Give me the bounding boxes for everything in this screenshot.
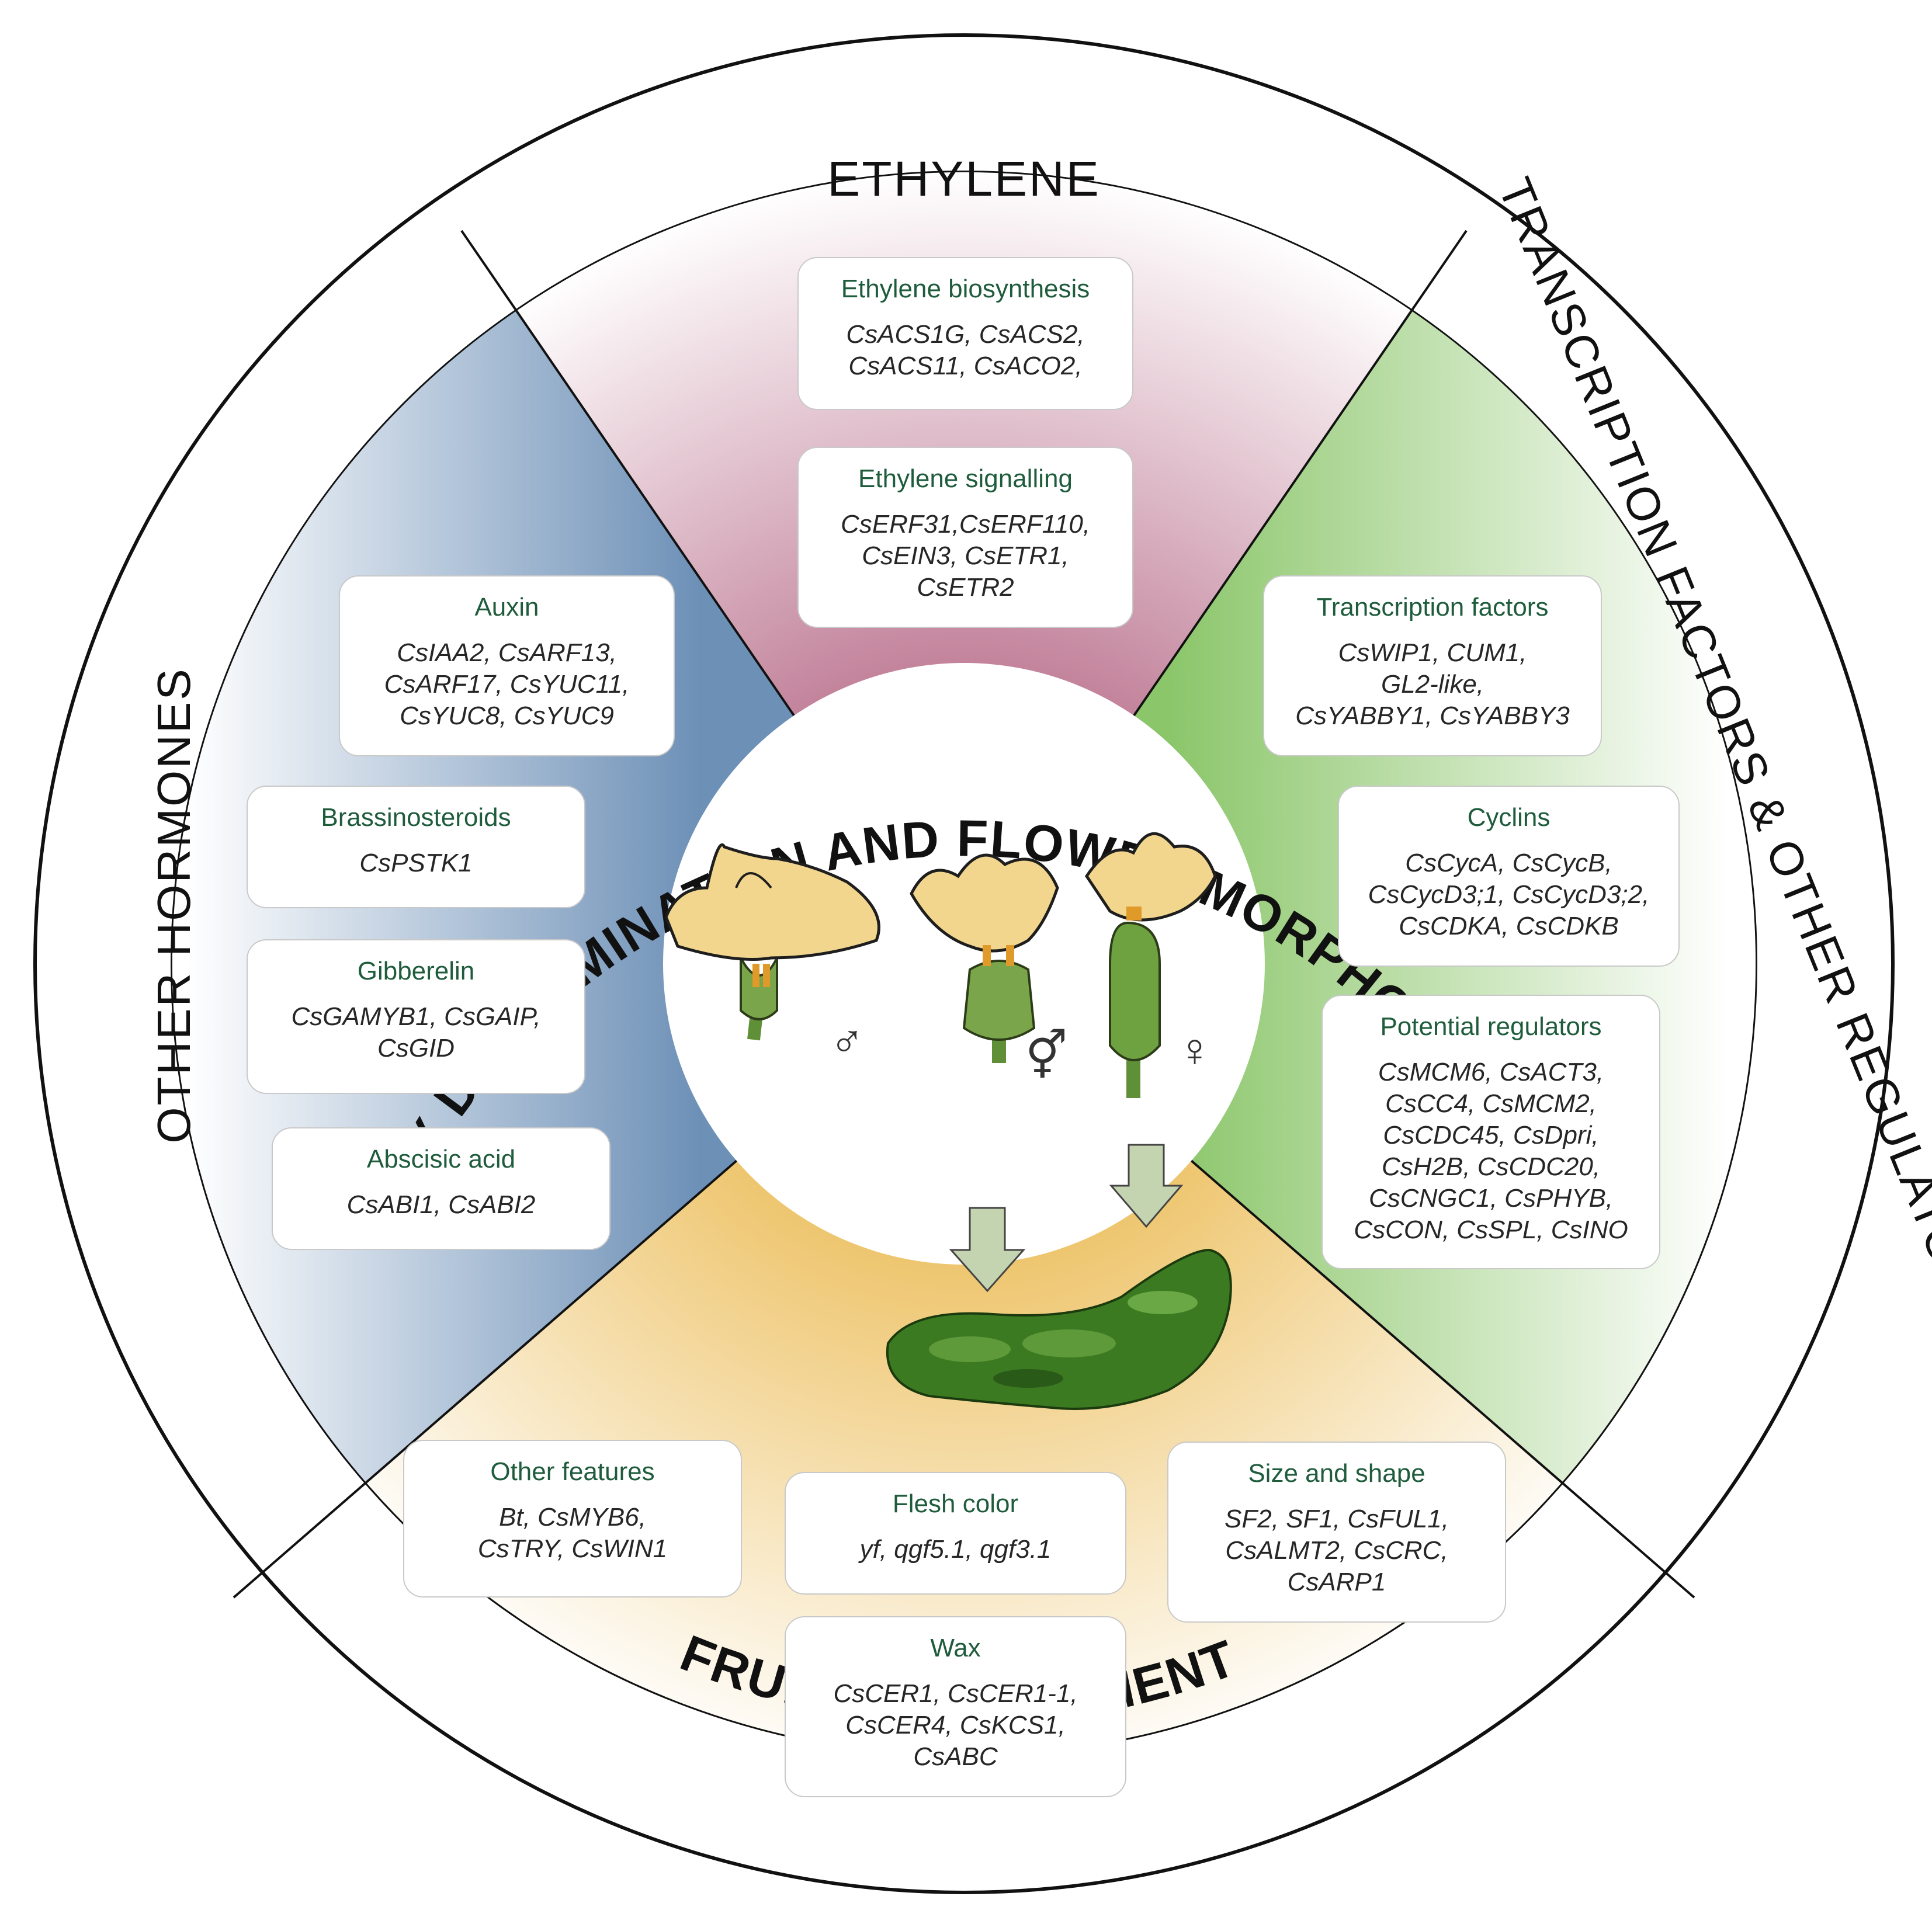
- box-gibberelin: Gibberelin CsGAMYB1, CsGAIP, CsGID: [247, 939, 585, 1094]
- hermaphrodite-flower-illustration: [910, 853, 1059, 1063]
- box-title: Transcription factors: [1316, 593, 1549, 621]
- gene-line: CsGID: [377, 1034, 455, 1062]
- section-title-ethylene: ETHYLENE: [827, 151, 1100, 206]
- gene-line: CsWIP1, CUM1,: [1338, 638, 1527, 667]
- box-title: Ethylene signalling: [858, 464, 1073, 493]
- cucumber-fruit-illustration: [886, 1248, 1232, 1410]
- gene-line: CsYUC8, CsYUC9: [400, 701, 614, 730]
- box-title: Abscisic acid: [366, 1145, 516, 1173]
- gene-line: CsCDKA, CsCDKB: [1399, 912, 1619, 940]
- gene-line: CsMCM6, CsACT3,: [1378, 1058, 1604, 1086]
- box-ethylene-signalling: Ethylene signalling CsERF31,CsERF110, Cs…: [797, 447, 1133, 628]
- gene-line: CsABI1, CsABI2: [346, 1190, 536, 1219]
- gene-line: CsCON, CsSPL, CsINO: [1354, 1215, 1628, 1244]
- center-disc: [663, 663, 1265, 1265]
- box-title: Flesh color: [892, 1489, 1019, 1518]
- gene-line: CsETR2: [917, 573, 1014, 602]
- gene-line: GL2-like,: [1381, 670, 1484, 699]
- box-title: Other features: [490, 1457, 655, 1486]
- box-title: Size and shape: [1248, 1459, 1425, 1488]
- box-cyclins: Cyclins CsCycA, CsCycB, CsCycD3;1, CsCyc…: [1338, 786, 1680, 967]
- box-abscisic-acid: Abscisic acid CsABI1, CsABI2: [272, 1127, 611, 1250]
- gene-line: CsCDC45, CsDpri,: [1383, 1121, 1599, 1149]
- gene-line: CsCC4, CsMCM2,: [1385, 1089, 1597, 1118]
- gene-line: CsTRY, CsWIN1: [477, 1534, 668, 1563]
- gene-line: CsYABBY1, CsYABBY3: [1295, 701, 1570, 730]
- gene-line: CsERF31,CsERF110,: [840, 510, 1091, 539]
- gene-line: CsGAMYB1, CsGAIP,: [291, 1002, 541, 1031]
- female-flower-illustration: [1084, 832, 1217, 1098]
- male-flower-illustration: [664, 843, 880, 1041]
- gene-line: CsCER1, CsCER1-1,: [833, 1679, 1078, 1708]
- arrow-down-left: [949, 1207, 1026, 1293]
- gene-line: CsCycD3;1, CsCycD3;2,: [1368, 880, 1650, 909]
- gene-line: CsH2B, CsCDC20,: [1381, 1152, 1601, 1181]
- box-other-features: Other features Bt, CsMYB6, CsTRY, CsWIN1: [403, 1440, 742, 1597]
- gene-line: CsIAA2, CsARF13,: [397, 638, 617, 667]
- divider-lower-left: [233, 1159, 738, 1599]
- box-flesh-color: Flesh color yf, qgf5.1, qgf3.1: [785, 1472, 1126, 1595]
- section-title-other-hormones: OTHER HORMONES: [148, 667, 200, 1143]
- gene-line: yf, qgf5.1, qgf3.1: [859, 1535, 1052, 1564]
- gene-line: CsEIN3, CsETR1,: [862, 541, 1069, 570]
- hermaphrodite-symbol: ⚥: [1025, 1029, 1067, 1082]
- box-title: Potential regulators: [1380, 1012, 1602, 1041]
- box-title: Gibberelin: [357, 957, 475, 985]
- box-title: Wax: [930, 1634, 981, 1662]
- box-brassinosteroids: Brassinosteroids CsPSTK1: [247, 786, 585, 908]
- gene-line: CsCNGC1, CsPHYB,: [1368, 1184, 1614, 1213]
- male-symbol: ♂: [830, 1015, 865, 1067]
- box-ethylene-biosynthesis: Ethylene biosynthesis CsACS1G, CsACS2, C…: [797, 257, 1133, 410]
- box-potential-regulators: Potential regulators CsMCM6, CsACT3, CsC…: [1321, 995, 1660, 1269]
- gene-line: SF2, SF1, CsFUL1,: [1225, 1505, 1449, 1533]
- female-symbol: ♀: [1177, 1024, 1212, 1076]
- arrow-down-right: [1109, 1144, 1184, 1228]
- gene-line: CsACS1G, CsACS2,: [846, 320, 1085, 349]
- sector-dividers: [233, 230, 1695, 1599]
- gene-line: CsCER4, CsKCS1,: [845, 1711, 1066, 1739]
- gene-line: CsARP1: [1287, 1568, 1386, 1596]
- gene-line: Bt, CsMYB6,: [499, 1503, 646, 1531]
- gene-line: CsPSTK1: [359, 849, 473, 877]
- box-size-and-shape: Size and shape SF2, SF1, CsFUL1, CsALMT2…: [1167, 1442, 1506, 1623]
- gene-line: CsCycA, CsCycB,: [1405, 849, 1612, 877]
- box-title: Cyclins: [1467, 803, 1551, 832]
- box-title: Ethylene biosynthesis: [841, 275, 1090, 303]
- gene-line: CsALMT2, CsCRC,: [1225, 1536, 1448, 1565]
- box-title: Auxin: [474, 593, 539, 621]
- gene-line: CsARF17, CsYUC11,: [384, 670, 630, 699]
- gene-line: CsACS11, CsACO2,: [848, 352, 1083, 380]
- box-title: Brassinosteroids: [321, 803, 511, 832]
- box-auxin: Auxin CsIAA2, CsARF13, CsARF17, CsYUC11,…: [339, 575, 675, 756]
- box-transcription-factors: Transcription factors CsWIP1, CUM1, GL2-…: [1263, 575, 1602, 756]
- gene-line: CsABC: [913, 1742, 998, 1771]
- box-wax: Wax CsCER1, CsCER1-1, CsCER4, CsKCS1, Cs…: [785, 1616, 1126, 1797]
